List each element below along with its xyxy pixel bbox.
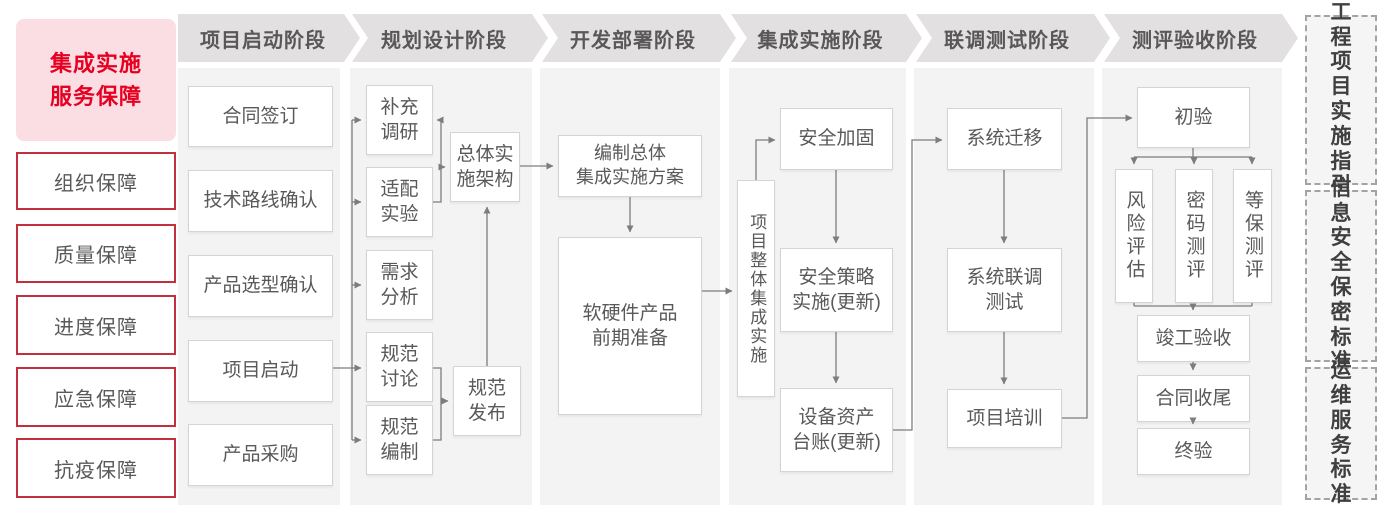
node-asset-ledger-update: 设备资产 台账(更新) bbox=[780, 388, 893, 472]
node-project-training: 项目培训 bbox=[947, 389, 1062, 448]
node-project-kickoff: 项目启动 bbox=[188, 340, 333, 402]
node-security-hardening: 安全加固 bbox=[780, 108, 893, 170]
sidebar-title: 集成实施 服务保障 bbox=[16, 19, 176, 141]
node-product-procurement: 产品采购 bbox=[188, 424, 333, 486]
phase-header-planning-design: 规划设计阶段 bbox=[352, 14, 548, 62]
node-spec-discussion: 规范 讨论 bbox=[366, 332, 433, 402]
node-contract-closure: 合同收尾 bbox=[1137, 375, 1250, 422]
node-requirement-analysis: 需求 分析 bbox=[366, 250, 433, 320]
node-completion-acceptance: 竣工验收 bbox=[1137, 315, 1250, 362]
sidebar-item-emergency-guarantee: 应急保障 bbox=[16, 367, 176, 427]
node-tech-route-confirm: 技术路线确认 bbox=[188, 170, 333, 232]
node-preliminary-acceptance: 初验 bbox=[1137, 87, 1250, 148]
node-security-policy-implementation: 安全策略 实施(更新) bbox=[780, 248, 893, 332]
sidebar-item-schedule-guarantee: 进度保障 bbox=[16, 295, 176, 355]
node-contract-signing: 合同签订 bbox=[188, 86, 333, 147]
node-product-selection-confirm: 产品选型确认 bbox=[188, 255, 333, 317]
standard-box-infosec-confidentiality: 信息 安全 保密 标准 bbox=[1305, 177, 1377, 373]
node-spec-drafting: 规范 编制 bbox=[366, 405, 433, 475]
node-risk-assessment: 风险评估 bbox=[1115, 169, 1153, 303]
sidebar-item-epidemic-guarantee: 抗疫保障 bbox=[16, 438, 176, 498]
node-system-migration: 系统迁移 bbox=[947, 108, 1062, 170]
node-final-acceptance: 终验 bbox=[1137, 428, 1250, 475]
node-hw-sw-preparation: 软硬件产品 前期准备 bbox=[558, 237, 702, 415]
node-spec-release: 规范 发布 bbox=[453, 366, 521, 436]
phase-header-dev-deploy: 开发部署阶段 bbox=[542, 14, 736, 62]
phase-header-joint-test: 联调测试阶段 bbox=[916, 14, 1110, 62]
sidebar-item-organization-guarantee: 组织保障 bbox=[16, 152, 176, 210]
sidebar-item-quality-guarantee: 质量保障 bbox=[16, 224, 176, 283]
node-adaptation-test: 适配 实验 bbox=[366, 167, 433, 237]
standard-box-project-implementation-guide: 工程 项目 实施 指引 bbox=[1305, 1, 1377, 197]
standard-box-om-service: 运维 服务 标准 bbox=[1305, 359, 1377, 506]
node-overall-plan-compilation: 编制总体 集成实施方案 bbox=[558, 135, 702, 197]
node-classified-protection-evaluation: 等保测评 bbox=[1233, 169, 1272, 303]
phase-header-project-kickoff: 项目启动阶段 bbox=[178, 14, 360, 62]
node-overall-integration-implementation: 项目整体集成实施 bbox=[737, 180, 775, 397]
phase-header-integration: 集成实施阶段 bbox=[731, 14, 922, 62]
node-overall-implementation-architecture: 总体实 施架构 bbox=[450, 132, 520, 202]
phase-header-evaluation-acceptance: 测评验收阶段 bbox=[1104, 14, 1298, 62]
node-crypto-evaluation: 密码测评 bbox=[1175, 169, 1213, 303]
node-system-joint-debug-test: 系统联调 测试 bbox=[947, 248, 1062, 332]
node-supplementary-research: 补充 调研 bbox=[366, 85, 433, 155]
